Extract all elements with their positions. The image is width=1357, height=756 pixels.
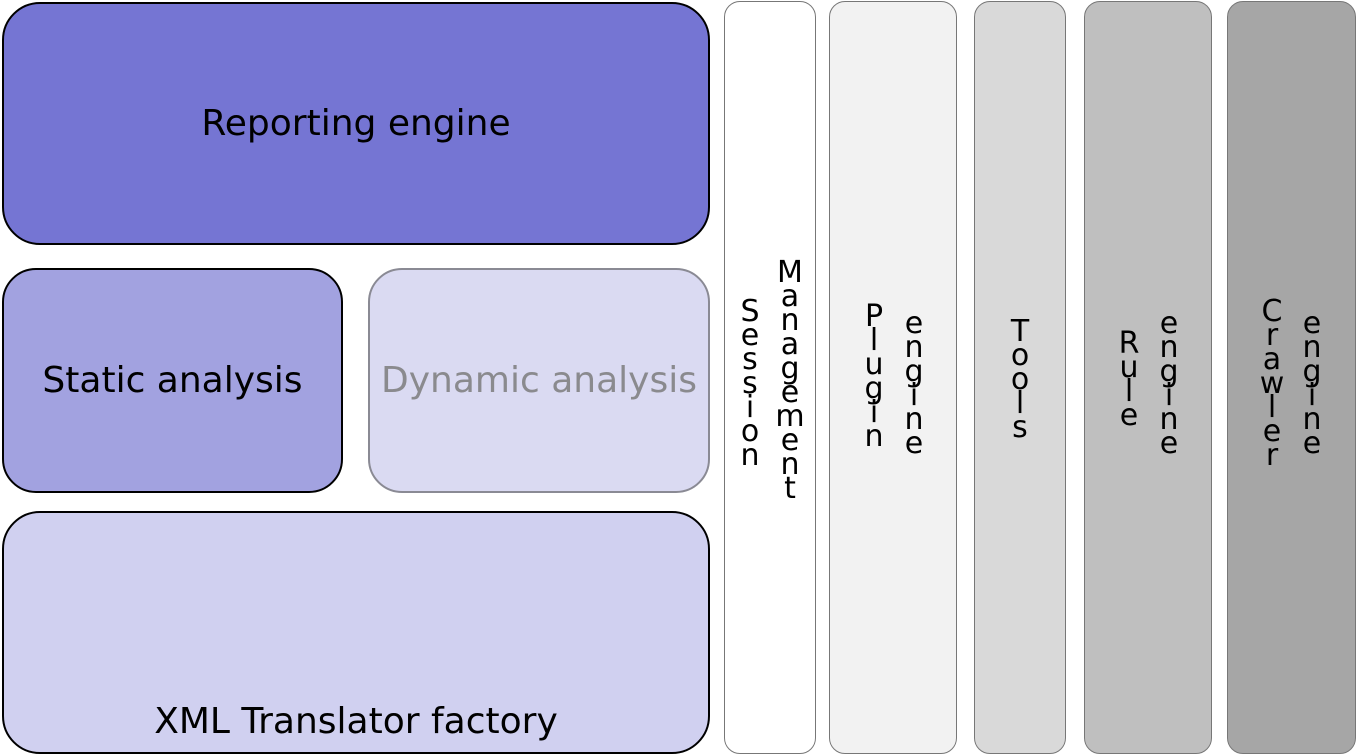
xml-translator-factory-label: XML Translator factory — [154, 701, 558, 742]
static-analysis-block: Static analysis — [2, 268, 343, 493]
reporting-engine-block: Reporting engine — [2, 2, 710, 245]
dynamic-analysis-label: Dynamic analysis — [381, 360, 697, 401]
static-analysis-label: Static analysis — [42, 360, 303, 401]
xml-translator-factory-block: XML Translator factory — [2, 511, 710, 754]
reporting-engine-label: Reporting engine — [201, 103, 511, 144]
dynamic-analysis-block: Dynamic analysis — [368, 268, 710, 493]
